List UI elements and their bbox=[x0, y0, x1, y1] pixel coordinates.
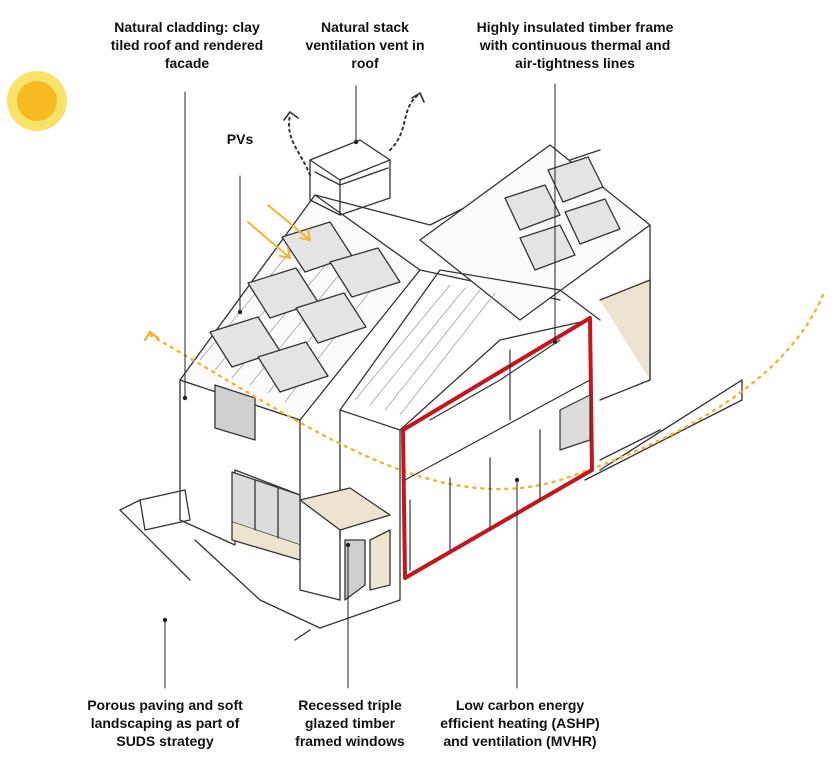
pvs-label: PVs bbox=[226, 131, 254, 147]
upper-window bbox=[214, 384, 256, 441]
timber-frame-highlight bbox=[401, 316, 594, 580]
airflow-arrows bbox=[288, 94, 419, 176]
paving-label: Porous paving and soft landscaping as pa… bbox=[87, 697, 243, 749]
windows-label: Recessed triple glazed timber framed win… bbox=[295, 697, 405, 749]
cladding-label: Natural cladding: clay tiled roof and re… bbox=[110, 19, 264, 71]
canopy bbox=[299, 487, 391, 601]
heating-label: Low carbon energy efficient heating (ASH… bbox=[440, 697, 600, 749]
timber-frame-label: Highly insulated timber frame with conti… bbox=[476, 19, 674, 71]
sun-ray-arrows bbox=[247, 204, 311, 259]
ground-lines bbox=[119, 379, 743, 641]
stack-vent-label: Natural stack ventilation vent in roof bbox=[305, 19, 425, 71]
leader-lines bbox=[164, 83, 556, 689]
pv-panels bbox=[209, 221, 401, 393]
sun-icon bbox=[7, 71, 67, 131]
gable-roof bbox=[339, 269, 601, 601]
sun-path bbox=[148, 288, 827, 491]
bay-window bbox=[231, 471, 301, 561]
timber-frame-interior bbox=[404, 339, 591, 571]
leader-dots bbox=[162, 139, 558, 623]
stack-vent bbox=[309, 139, 391, 216]
